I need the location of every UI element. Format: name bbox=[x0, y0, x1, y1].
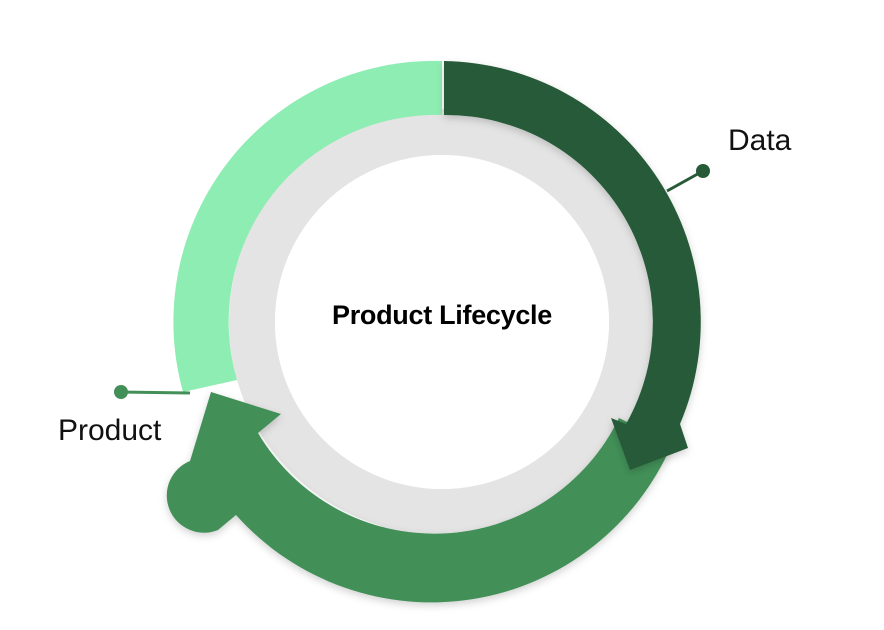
data-label: Data bbox=[728, 124, 792, 157]
arc-dark-green bbox=[444, 61, 701, 470]
arc-medium-green bbox=[166, 392, 672, 603]
product-connector-line bbox=[120, 390, 191, 395]
product-connector-dot bbox=[114, 385, 128, 399]
data-connector-dot bbox=[696, 164, 710, 178]
inner-gray-ring bbox=[229, 109, 655, 535]
arc-light-green bbox=[173, 60, 442, 393]
center-title: Product Lifecycle bbox=[332, 300, 552, 330]
center-disk bbox=[275, 155, 609, 489]
product-label: Product bbox=[58, 414, 162, 447]
